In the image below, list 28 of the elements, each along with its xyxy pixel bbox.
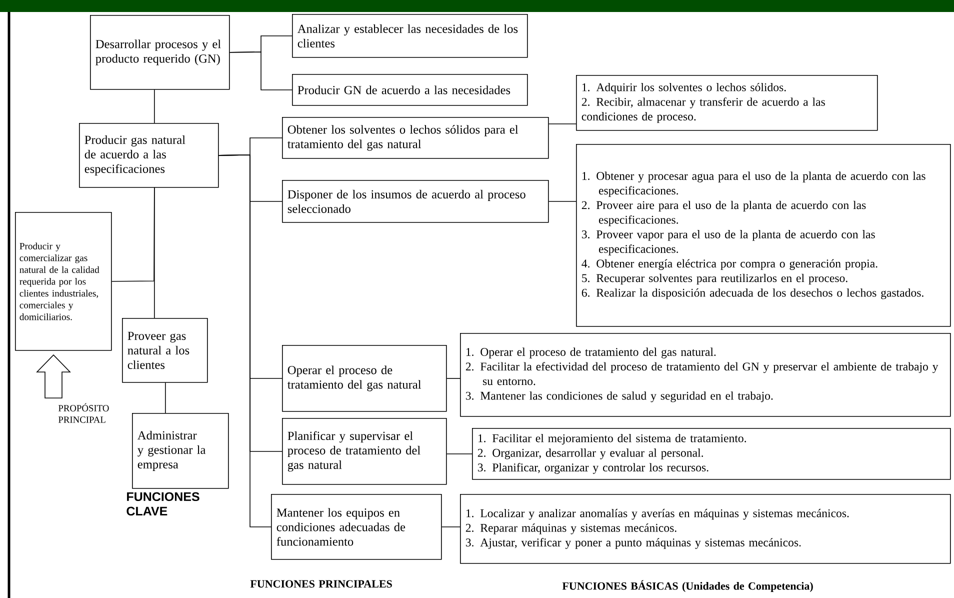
competency-list-box: 1. Operar el proceso de tratamiento del gas natural. 2. Facilitar la efectividad del proceso de tratamiento del GN y preservar el ambiente de trabajo y su entorno. 3. Mantener las condiciones de salud y seguridad en el trabajo. xyxy=(460,333,951,417)
function-box: Producir gas natural de acuerdo a las especificaciones xyxy=(79,123,219,188)
competency-list-box: 1. Localizar y analizar anomalías y averías en máquinas y sistemas mecánicos. 2. Reparar máquinas y sistemas mecánicos. 3. Ajustar, verificar y poner a punto máquinas y sistemas mecánicos. xyxy=(460,494,951,564)
competency-list-box: 1. Obtener y procesar agua para el uso de la planta de acuerdo con las especificaciones. 2. Proveer aire para el uso de la planta de acuerdo con las especificaciones. 3. Proveer vapor para el uso de la planta de acuerdo con las especificaciones. 4. Obtener energía eléctrica por compra o generación propia. 5. Recuperar solventes para reutilizarlos en el proceso. 6. Realizar la disposición adecuada de los desechos o lechos gastados. xyxy=(576,144,951,327)
connector-line xyxy=(548,201,576,202)
connector-line xyxy=(229,52,292,90)
function-box: Operar el proceso de tratamiento del gas natural xyxy=(282,345,447,412)
function-box: Desarrollar procesos y el producto requerido (GN) xyxy=(90,15,230,90)
function-box: Administrar y gestionar la empresa xyxy=(132,413,229,489)
function-box: Planificar y supervisar el proceso de tratamiento del gas natural xyxy=(282,418,447,485)
competency-list-box: 1. Adquirir los solventes o lechos sólidos. 2. Recibir, almacenar y transferir de acuerdo a las condiciones de proceso. xyxy=(576,75,878,131)
section-heading: FUNCIONES PRINCIPALES xyxy=(250,580,392,588)
connector-line xyxy=(218,154,272,528)
connector-line xyxy=(441,526,460,528)
competency-list-box: 1. Facilitar el mejoramiento del sistema de tratamiento. 2. Organizar, desarrollar y evaluar al personal. 3. Planificar, organizar y controlar los recursos. xyxy=(472,428,951,480)
function-box: Disponer de los insumos de acuerdo al proceso seleccionado xyxy=(282,180,549,223)
function-box: Obtener los solventes o lechos sólidos para el tratamiento del gas natural xyxy=(282,117,549,159)
function-box: Proveer gas natural a los clientes xyxy=(122,318,208,383)
connector-line xyxy=(154,89,155,124)
connector-line xyxy=(154,187,155,318)
function-box: Analizar y establecer las necesidades de los clientes xyxy=(292,14,528,58)
section-heading: FUNCIONES BÁSICAS (Unidades de Competencia) xyxy=(562,580,813,592)
connector-line xyxy=(446,378,460,379)
function-box: Producir GN de acuerdo a las necesidades xyxy=(292,74,528,106)
purpose-box: Producir y comercializar gas natural de la calidad requerida por los clientes industriales, comerciales y domiciliarios. xyxy=(15,212,112,351)
connector-line xyxy=(165,382,166,414)
purpose-caption: PROPÓSITO PRINCIPAL xyxy=(58,403,109,423)
function-box: Mantener los equipos en condiciones adecuadas de funcionamiento xyxy=(271,494,442,560)
